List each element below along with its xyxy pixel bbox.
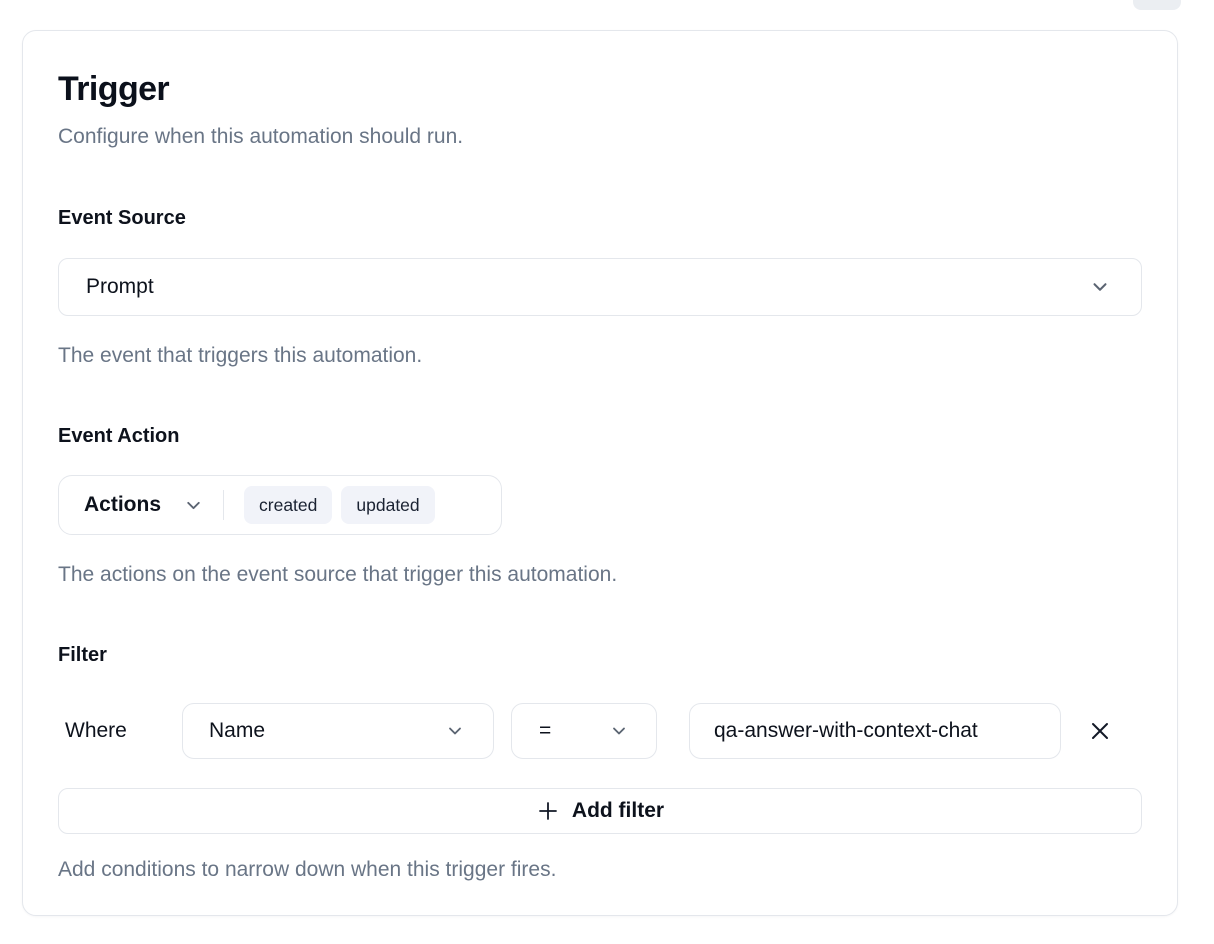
add-filter-label: Add filter [571, 799, 665, 822]
page-subtitle: Configure when this automation should ru… [58, 125, 464, 148]
filter-operator-select[interactable]: = [511, 703, 657, 759]
selected-action-chips: created updated [244, 486, 435, 524]
where-label: Where [65, 719, 127, 742]
event-action-control: Actions created updated [58, 475, 502, 535]
filter-row: Where Name = qa-answer-with-context-chat [58, 703, 1142, 759]
plus-icon [536, 799, 560, 823]
actions-dropdown[interactable]: Actions [84, 493, 204, 517]
filter-helper: Add conditions to narrow down when this … [58, 858, 557, 881]
event-source-select[interactable]: Prompt [58, 258, 1142, 316]
actions-dropdown-label: Actions [84, 493, 162, 516]
filter-operator-value: = [539, 719, 552, 742]
action-chip-updated[interactable]: updated [341, 486, 435, 524]
filter-field-value: Name [209, 719, 266, 742]
event-source-helper: The event that triggers this automation. [58, 344, 423, 367]
add-filter-button[interactable]: Add filter [58, 788, 1142, 834]
cutoff-top-right-element [1133, 0, 1181, 10]
remove-filter-button[interactable] [1082, 713, 1118, 749]
chevron-down-icon [183, 495, 204, 516]
filter-value-input[interactable]: qa-answer-with-context-chat [689, 703, 1061, 759]
action-chip-created[interactable]: created [244, 486, 333, 524]
filter-field-select[interactable]: Name [182, 703, 494, 759]
divider [223, 490, 225, 520]
trigger-card: Trigger Configure when this automation s… [22, 30, 1178, 916]
event-source-label: Event Source [58, 207, 186, 229]
close-icon [1088, 719, 1112, 743]
event-source-selected-value: Prompt [86, 275, 154, 298]
event-action-helper: The actions on the event source that tri… [58, 563, 618, 586]
filter-label: Filter [58, 644, 107, 666]
page-title: Trigger [58, 70, 170, 108]
chevron-down-icon [1089, 276, 1111, 298]
event-action-label: Event Action [58, 425, 180, 447]
chevron-down-icon [445, 721, 465, 741]
chevron-down-icon [609, 721, 629, 741]
